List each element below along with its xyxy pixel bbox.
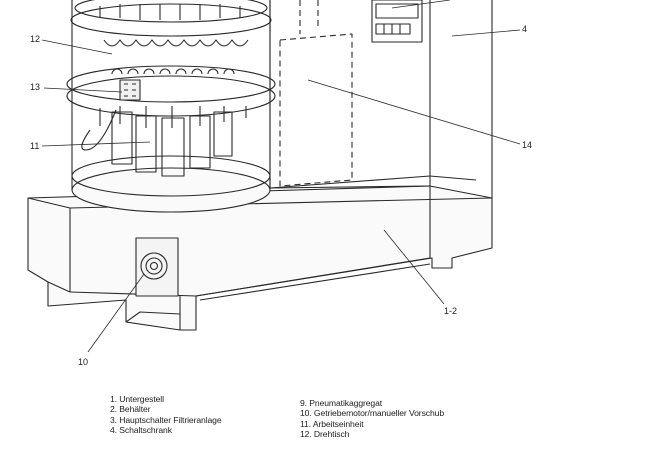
legend-item: 12. Drehtisch	[300, 429, 350, 440]
legend-item: 11. Arbeitseinheit	[300, 418, 364, 429]
legend-item: 4. Schaltschrank	[110, 425, 172, 436]
legend-item: 3. Hauptschalter Filtrieranlage	[110, 414, 222, 425]
callout-12: 12	[30, 34, 41, 44]
legend-item: 2. Behälter	[110, 404, 151, 415]
working-units	[81, 106, 247, 177]
legend-right: 9. Pneumatikaggregat 10. Getriebemotor/m…	[300, 398, 444, 440]
legend-item: 9. Pneumatikaggregat	[300, 398, 383, 408]
callout-1-2: 1-2	[444, 306, 458, 316]
base-frame	[27, 185, 493, 331]
legend-left: 1. Untergestell 2. Behälter 3. Hauptscha…	[110, 394, 222, 436]
callout-11: 11	[30, 141, 40, 151]
legend-item: 1. Untergestell	[110, 394, 164, 404]
switch-box	[119, 79, 141, 101]
callout-4: 4	[522, 24, 528, 34]
callout-10: 10	[78, 357, 89, 367]
legend-item: 10. Getriebemotor/manueller Vorschub	[300, 408, 445, 419]
leader-lines	[41, 0, 521, 353]
control-cabinet	[269, 0, 493, 198]
callout-14: 14	[522, 140, 533, 150]
rotary-table	[66, 0, 276, 213]
pneumatic-unit	[279, 0, 353, 187]
main-switch	[135, 237, 179, 297]
callout-13: 13	[30, 82, 41, 92]
